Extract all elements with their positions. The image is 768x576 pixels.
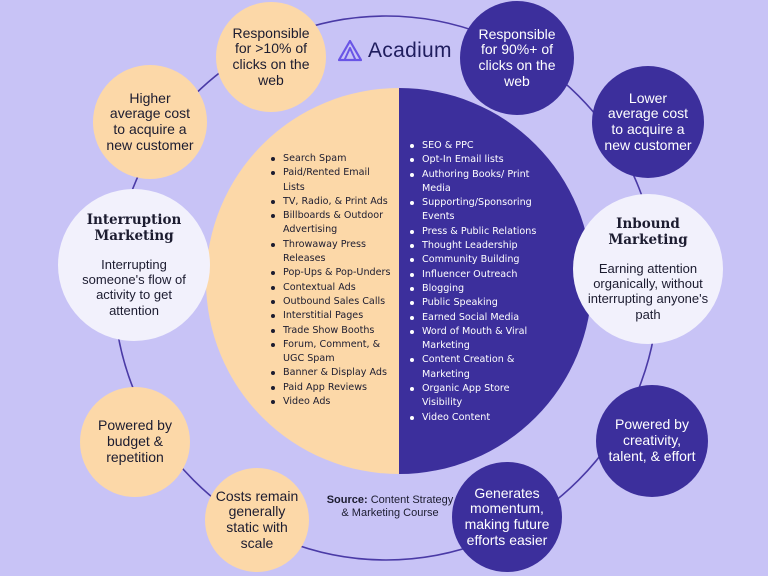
source-label: Source: (326, 494, 368, 506)
list-item: Trade Show Booths (270, 324, 392, 338)
source-text: Content Strategy & Marketing Course (341, 494, 454, 519)
inbound-half (399, 88, 592, 474)
interruption-cost-text: Higher average cost to acquire a new cus… (106, 89, 194, 153)
list-item: Search Spam (270, 152, 392, 166)
inbound-description: Earning attention organically, without i… (587, 260, 709, 322)
interruption-half (206, 88, 399, 474)
list-item: Banner & Display Ads (270, 366, 392, 380)
inbound-momentum-text: Generates momentum, making future effort… (464, 484, 550, 548)
list-item: Contextual Ads (270, 281, 392, 295)
inbound-definition-node: Inbound Marketing Earning attention orga… (573, 194, 723, 344)
list-item: Content Creation & Marketing (409, 353, 539, 382)
list-item: TV, Radio, & Print Ads (270, 195, 392, 209)
list-item: Organic App Store Visibility (409, 382, 539, 411)
list-item: Thought Leadership (409, 239, 539, 253)
interruption-power-node: Powered by budget & repetition (80, 387, 190, 497)
list-item: Throwaway Press Releases (270, 238, 392, 267)
tactics-circle (206, 88, 592, 474)
list-item: Influencer Outreach (409, 268, 539, 282)
acadium-logo-icon (338, 40, 362, 62)
list-item: Interstitial Pages (270, 309, 392, 323)
source-caption: Source: Content Strategy & Marketing Cou… (322, 494, 458, 520)
inbound-power-text: Powered by creativity, talent, & effort (608, 416, 696, 464)
interruption-scale-node: Costs remain generally static with scale (205, 468, 309, 572)
inbound-cost-text: Lower average cost to acquire a new cust… (604, 89, 692, 153)
interruption-scale-text: Costs remain generally static with scale (215, 487, 299, 551)
list-item: Billboards & Outdoor Advertising (270, 209, 392, 238)
list-item: Authoring Books/ Print Media (409, 168, 539, 197)
interruption-definition-node: Interruption Marketing Interrupting some… (58, 189, 210, 341)
inbound-power-node: Powered by creativity, talent, & effort (596, 385, 708, 497)
interruption-cost-node: Higher average cost to acquire a new cus… (93, 65, 207, 179)
inbound-momentum-node: Generates momentum, making future effort… (452, 462, 562, 572)
acadium-logo: Acadium (338, 36, 452, 66)
inbound-title: Inbound Marketing (608, 216, 688, 249)
interruption-tactics-list: Search Spam Paid/Rented Email Lists TV, … (270, 152, 392, 409)
inbound-cost-node: Lower average cost to acquire a new cust… (592, 66, 704, 178)
list-item: Community Building (409, 253, 539, 267)
list-item: Video Content (409, 411, 539, 425)
inbound-tactics-list: SEO & PPC Opt-In Email lists Authoring B… (409, 139, 539, 425)
list-item: Pop-Ups & Pop-Unders (270, 266, 392, 280)
list-item: Word of Mouth & Viral Marketing (409, 325, 539, 354)
list-item: Forum, Comment, & UGC Spam (270, 338, 392, 367)
interruption-description: Interrupting someone's flow of activity … (82, 256, 186, 318)
list-item: Press & Public Relations (409, 225, 539, 239)
list-item: Supporting/Sponsoring Events (409, 196, 539, 225)
list-item: SEO & PPC (409, 139, 539, 153)
list-item: Opt-In Email lists (409, 153, 539, 167)
interruption-clicks-node: Responsible for >10% of clicks on the we… (216, 2, 326, 112)
inbound-clicks-text: Responsible for 90%+ of clicks on the we… (478, 25, 556, 89)
list-item: Earned Social Media (409, 311, 539, 325)
interruption-power-text: Powered by budget & repetition (98, 417, 172, 465)
list-item: Video Ads (270, 395, 392, 409)
list-item: Blogging (409, 282, 539, 296)
interruption-clicks-text: Responsible for >10% of clicks on the we… (232, 24, 310, 88)
list-item: Paid/Rented Email Lists (270, 166, 392, 195)
inbound-clicks-node: Responsible for 90%+ of clicks on the we… (460, 1, 574, 115)
brand-name: Acadium (368, 39, 452, 62)
interruption-title: Interruption Marketing (86, 212, 182, 245)
list-item: Paid App Reviews (270, 381, 392, 395)
list-item: Public Speaking (409, 296, 539, 310)
list-item: Outbound Sales Calls (270, 295, 392, 309)
